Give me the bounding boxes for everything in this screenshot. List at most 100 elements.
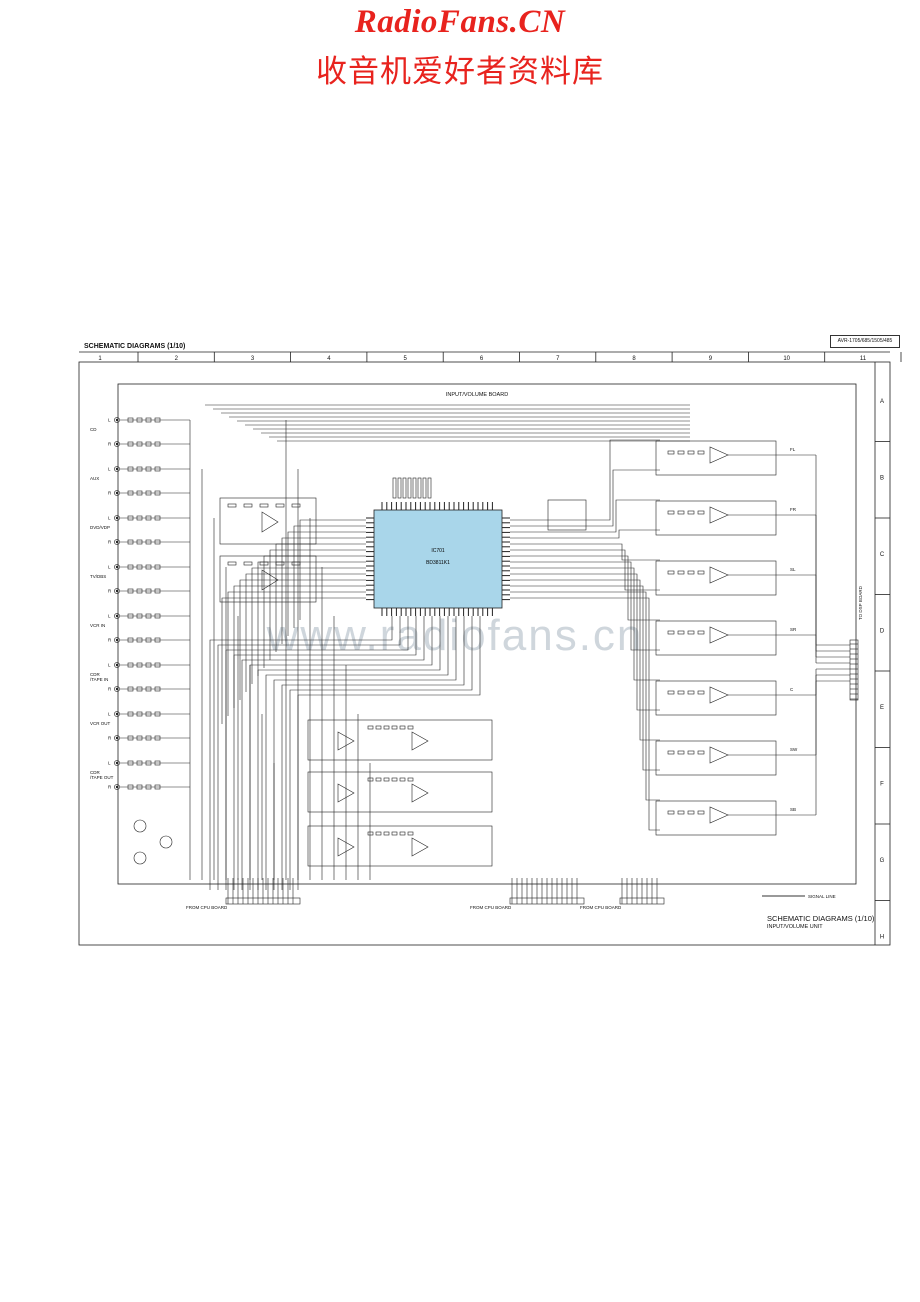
input-label: TV/DBS	[90, 574, 106, 579]
resistor-array	[417, 477, 422, 499]
tone-component	[259, 561, 269, 566]
input-jack	[114, 760, 120, 766]
output-component	[697, 690, 705, 695]
jack-channel-label: L	[108, 761, 111, 766]
output-component	[687, 690, 695, 695]
input-label: VCR IN	[90, 623, 105, 628]
input-component	[136, 564, 143, 570]
mixer-block-outline	[307, 771, 493, 813]
column-label: 4	[327, 356, 331, 362]
input-component	[145, 662, 152, 668]
input-jack-pin	[115, 516, 119, 520]
output-component	[697, 810, 705, 815]
output-component	[677, 750, 685, 755]
ic-bottom-wire	[209, 616, 393, 890]
mixer-component	[391, 725, 398, 730]
output-label: FR	[790, 507, 797, 512]
mixer-op-amp	[337, 837, 355, 857]
ic-bottom-wire	[297, 616, 481, 890]
output-op-amp	[709, 806, 729, 824]
input-component	[145, 490, 152, 496]
input-component	[145, 760, 152, 766]
mixer-component	[391, 831, 398, 836]
input-component	[145, 564, 152, 570]
jack-channel-label: L	[108, 418, 111, 423]
op-amp	[261, 511, 279, 533]
transistor	[133, 851, 147, 865]
input-component	[136, 637, 143, 643]
input-jack	[114, 417, 120, 423]
jack-channel-label: R	[108, 442, 112, 447]
jack-channel-label: L	[108, 565, 111, 570]
input-jack-pin	[115, 785, 119, 789]
site-subtitle: 收音机爱好者资料库	[316, 54, 604, 90]
input-component	[136, 466, 143, 472]
output-label: SB	[790, 807, 796, 812]
output-block-outline	[655, 500, 777, 536]
input-component	[145, 466, 152, 472]
frame-border	[78, 361, 891, 946]
input-jack	[114, 613, 120, 619]
from-cpu-board-label: FROM CPU BOARD	[470, 905, 512, 910]
input-jack	[114, 711, 120, 717]
input-component	[145, 711, 152, 717]
output-component	[677, 810, 685, 815]
input-component	[145, 735, 152, 741]
output-block-outline	[655, 800, 777, 836]
output-component	[697, 570, 705, 575]
input-component	[136, 784, 143, 790]
output-block-outline	[655, 680, 777, 716]
resistor-array	[402, 477, 407, 499]
wiring	[120, 404, 850, 904]
output-component	[687, 750, 695, 755]
input-component	[136, 760, 143, 766]
ic-bottom-wire	[257, 616, 441, 890]
ic-output-wire	[510, 567, 660, 681]
row-label: E	[880, 705, 884, 711]
jack-channel-label: R	[108, 589, 112, 594]
ic-output-wire	[510, 597, 660, 831]
ic-output-wire	[510, 499, 660, 533]
input-component	[127, 711, 134, 717]
input-component	[136, 735, 143, 741]
mixer-component	[383, 777, 390, 782]
tone-component	[227, 561, 237, 566]
input-component	[127, 441, 134, 447]
resistor-array	[412, 477, 417, 499]
input-component	[145, 588, 152, 594]
tone-component	[243, 503, 253, 508]
dsp-connector	[849, 639, 859, 701]
row-label: F	[880, 782, 884, 788]
input-component	[136, 417, 143, 423]
input-component	[127, 588, 134, 594]
mixer-component	[383, 725, 390, 730]
input-jack-pin	[115, 761, 119, 765]
ic-bottom-wire	[241, 616, 425, 890]
input-component	[136, 686, 143, 692]
mixer-component	[375, 831, 382, 836]
input-component	[136, 662, 143, 668]
ic-output-wire	[510, 469, 660, 527]
output-block-outline	[655, 560, 777, 596]
ic-bottom-wire	[249, 616, 433, 890]
ic-bottom-wire	[217, 616, 401, 890]
cpu-connector	[225, 897, 301, 905]
output-component	[667, 750, 675, 755]
input-label: VCR OUT	[90, 721, 111, 726]
tone-component	[291, 503, 301, 508]
ic-bottom-wire	[281, 616, 465, 890]
input-jack	[114, 588, 120, 594]
output-component	[697, 750, 705, 755]
mixer-block-outline	[307, 719, 493, 761]
ic-input-wire	[257, 561, 366, 676]
column-label: 5	[404, 356, 408, 362]
ic-output-wire	[510, 579, 660, 741]
input-jack	[114, 637, 120, 643]
input-component	[145, 417, 152, 423]
ic-bottom-wire	[225, 616, 409, 890]
output-op-amp	[709, 566, 729, 584]
output-block-outline	[655, 440, 777, 476]
output-component	[687, 570, 695, 575]
ic-input-wire	[293, 525, 366, 628]
output-label: SW	[790, 747, 798, 752]
